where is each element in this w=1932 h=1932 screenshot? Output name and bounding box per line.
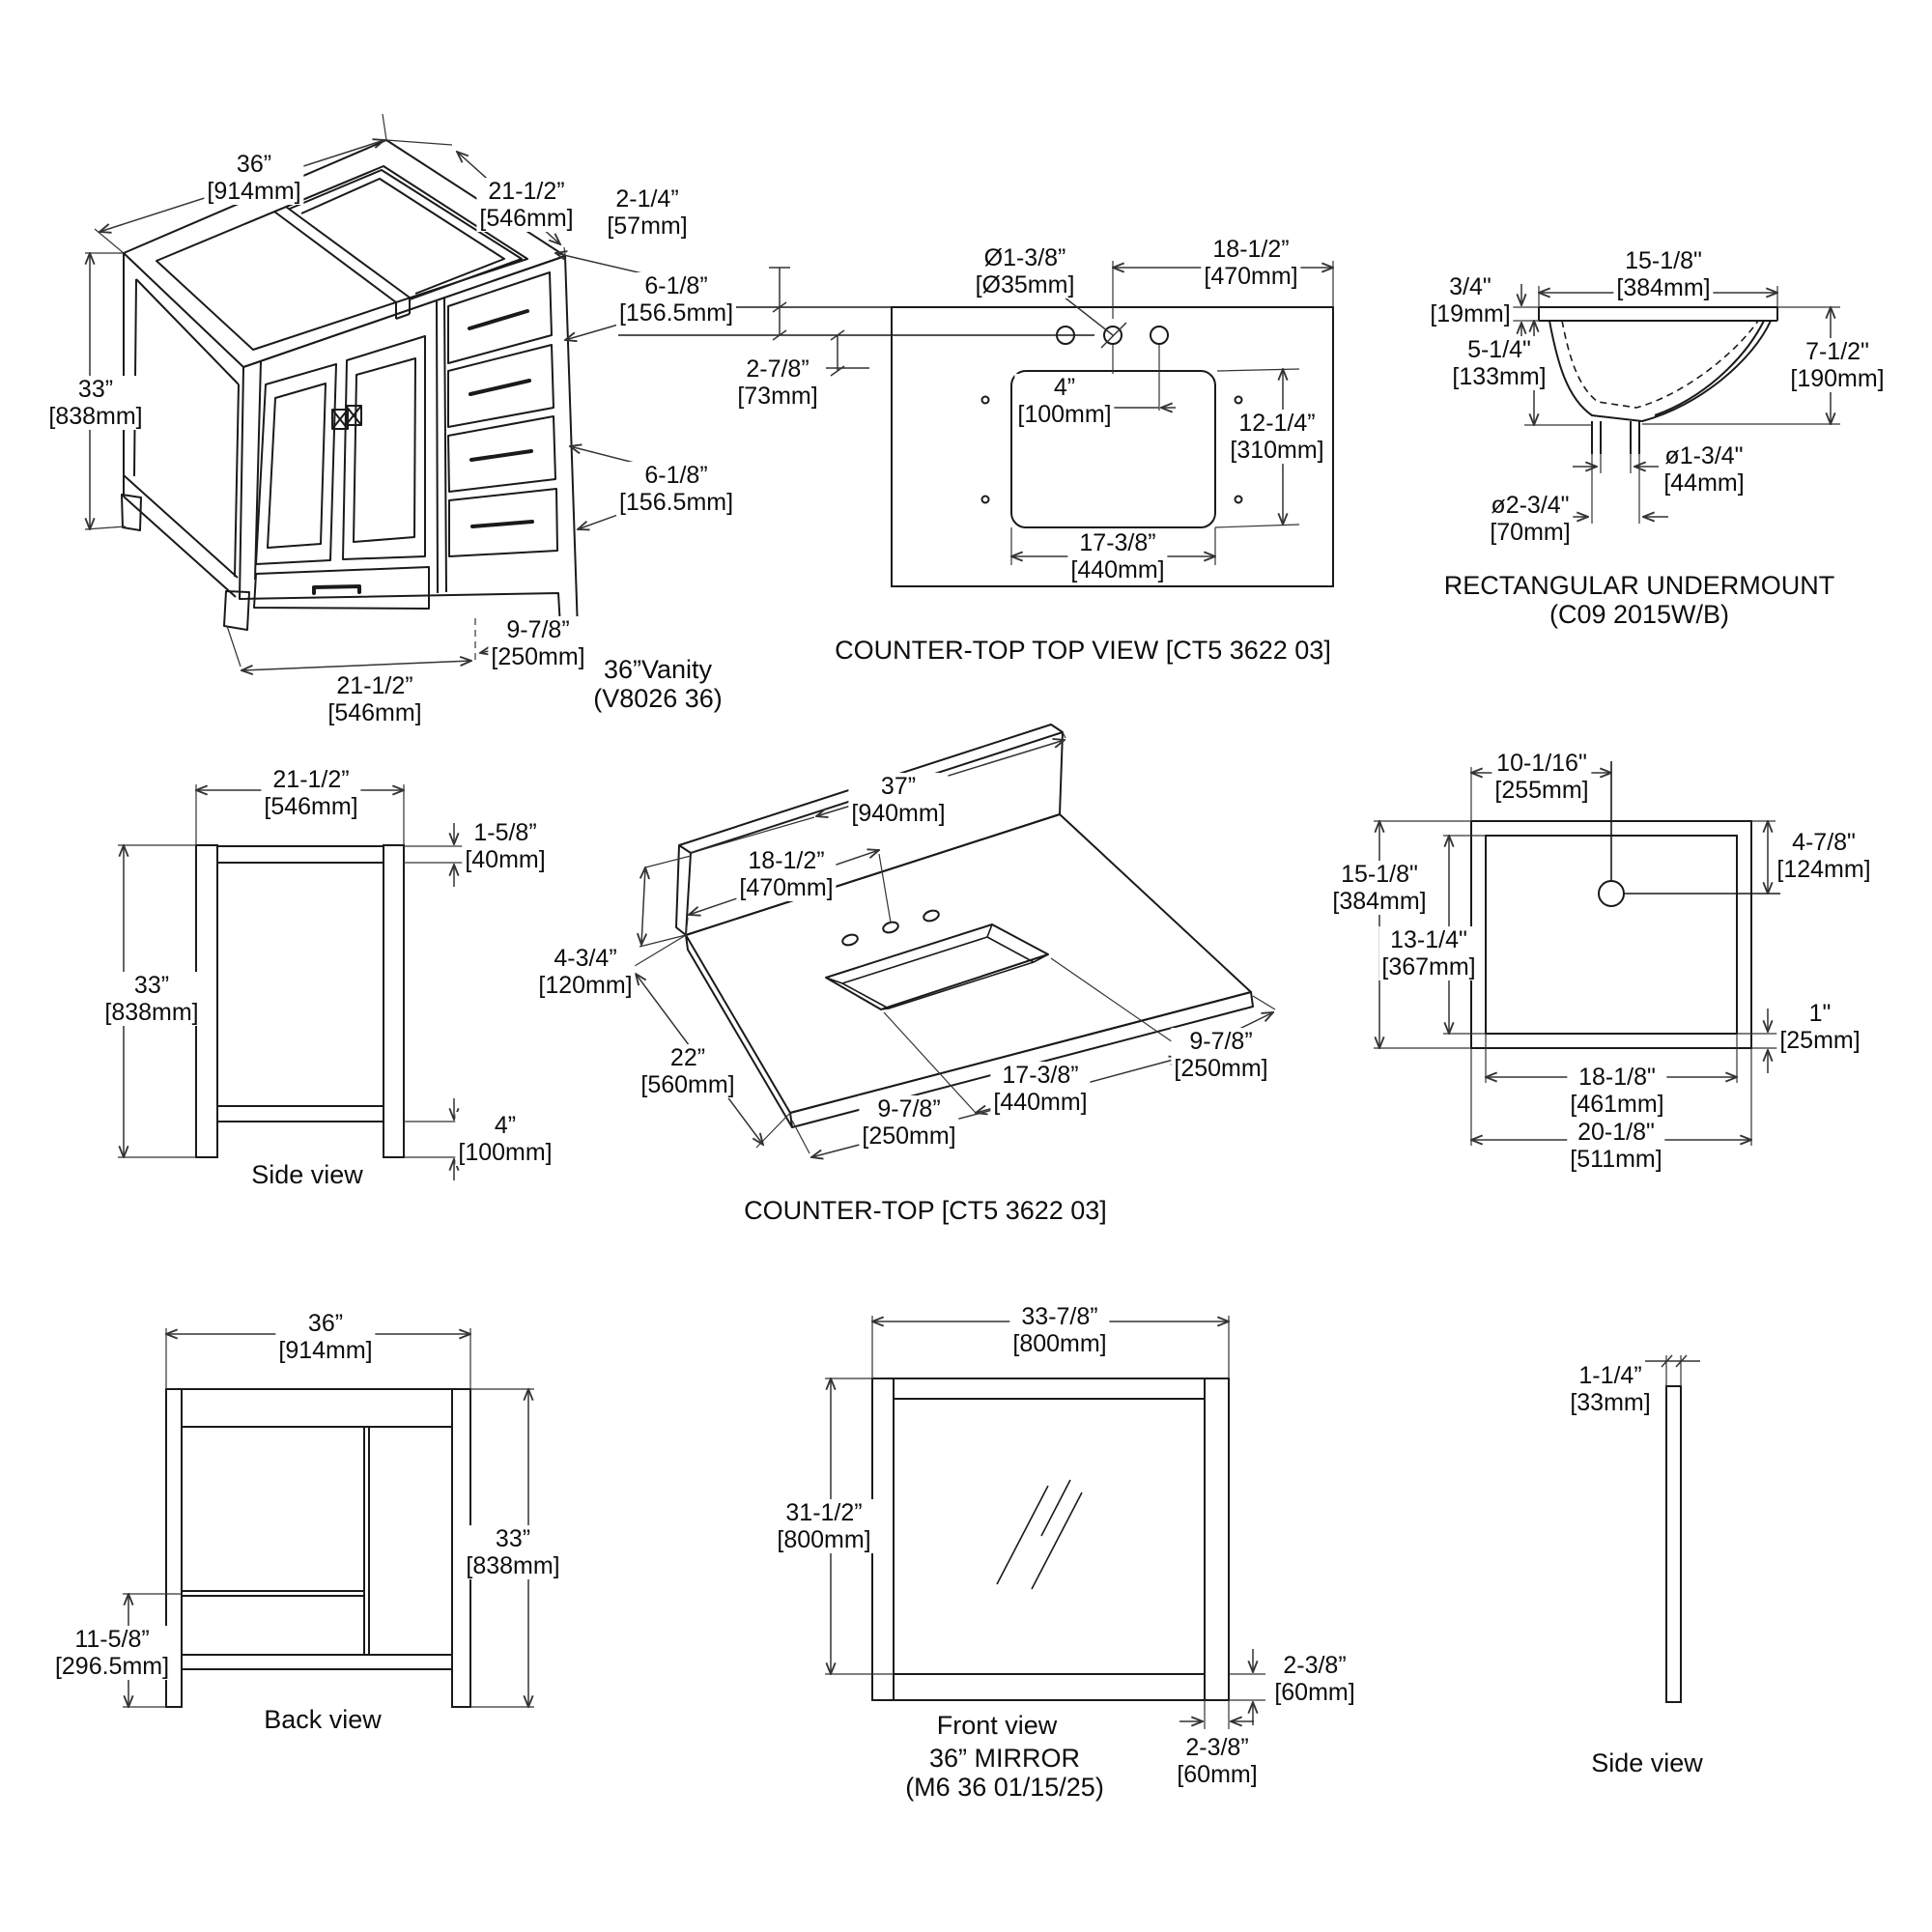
- dim-cttop-faucet-dia: Ø1-3/8” [Ø35mm]: [972, 244, 1078, 298]
- back-view-caption: Back view: [264, 1705, 382, 1734]
- dim-cttop-cutout-width: 17-3/8” [440mm]: [1067, 529, 1168, 583]
- dim-um-drain-outer: ø2-3/4" [70mm]: [1487, 492, 1574, 546]
- dim-um-bowl-depth: 5-1/4" [133mm]: [1449, 336, 1549, 390]
- dim-side-top-rail: 1-5/8” [40mm]: [462, 819, 549, 873]
- dim-cttop-cutout-depth: 12-1/4” [310mm]: [1227, 410, 1327, 464]
- dim-cttop-overhang: 2-1/4” [57mm]: [604, 185, 691, 240]
- dim-side-height: 33” [838mm]: [101, 972, 202, 1026]
- mirror-front-view: [871, 1378, 1230, 1701]
- vanity-side-view: [195, 844, 405, 1158]
- dim-mirror-frame-side: 2-3/8” [60mm]: [1174, 1734, 1261, 1788]
- dim-side-depth: 21-1/2” [546mm]: [261, 766, 361, 820]
- dim-vanity-toe: 9-7/8” [250mm]: [488, 616, 588, 670]
- countertop-top-view: [618, 306, 1334, 587]
- dim-st-inner-depth: 13-1/4" [367mm]: [1378, 926, 1479, 980]
- dim-um-rim-thick: 3/4" [19mm]: [1427, 273, 1514, 327]
- dim-back-height: 33” [838mm]: [463, 1525, 563, 1579]
- dim-st-drain-from-top: 4-7/8" [124mm]: [1774, 829, 1874, 883]
- dim-ctp-width: 37” [940mm]: [848, 773, 949, 827]
- dim-ctp-splash-span: 18-1/2” [470mm]: [736, 847, 837, 901]
- dim-um-height: 7-1/2" [190mm]: [1787, 338, 1888, 392]
- mirror-name-caption: 36” MIRROR (M6 36 01/15/25): [905, 1744, 1104, 1802]
- dim-mirror-width: 33-7/8” [800mm]: [1009, 1303, 1110, 1357]
- dim-st-outer-depth: 15-1/8" [384mm]: [1329, 861, 1430, 915]
- undermount-sink-section: [1538, 306, 1778, 454]
- dim-cttop-hole-to-cutout: 2-7/8” [73mm]: [734, 355, 821, 410]
- dim-vanity-depth: 21-1/2” [546mm]: [476, 178, 577, 232]
- dim-ctp-splash-height: 4-3/4” [120mm]: [535, 945, 636, 999]
- dim-vanity-drawer-lower: 6-1/8” [156.5mm]: [615, 462, 737, 516]
- vanity-back-dimensions: [123, 1328, 534, 1707]
- dim-st-drain-from-left: 10-1/16" [255mm]: [1492, 750, 1592, 804]
- dim-cttop-hole-spacing: 4” [100mm]: [1014, 374, 1115, 428]
- dim-vanity-base-depth: 21-1/2” [546mm]: [325, 672, 425, 726]
- dim-ctp-cutout-width: 17-3/8” [440mm]: [990, 1062, 1091, 1116]
- vanity-back-view: [165, 1388, 471, 1708]
- dim-vanity-width: 36” [914mm]: [204, 151, 304, 205]
- dim-mirror-height: 31-1/2” [800mm]: [774, 1499, 874, 1553]
- dim-ctp-right-offset: 9-7/8” [250mm]: [1171, 1028, 1271, 1082]
- vanity-caption: 36”Vanity (V8026 36): [593, 655, 723, 713]
- dim-vanity-height: 33” [838mm]: [45, 376, 146, 430]
- undermount-caption: RECTANGULAR UNDERMOUNT (C09 2015W/B): [1443, 571, 1835, 629]
- mirror-side-dimensions: [1645, 1354, 1700, 1386]
- vanity-dimension-lines: [85, 113, 672, 670]
- dim-um-rim-width: 15-1/8" [384mm]: [1613, 247, 1714, 301]
- dim-mirror-thickness: 1-1/4” [33mm]: [1567, 1362, 1654, 1416]
- dim-st-outer-width: 20-1/8" [511mm]: [1567, 1119, 1665, 1173]
- dim-ctp-left-offset: 9-7/8” [250mm]: [859, 1095, 959, 1150]
- dim-vanity-drawer-upper: 6-1/8” [156.5mm]: [615, 272, 737, 327]
- countertop-perspective-view: [675, 724, 1254, 1128]
- dim-mirror-frame-bottom: 2-3/8” [60mm]: [1271, 1652, 1358, 1706]
- side-view-caption: Side view: [251, 1160, 363, 1189]
- mirror-side-caption: Side view: [1591, 1748, 1703, 1777]
- dim-cttop-hole-to-edge: 18-1/2” [470mm]: [1201, 236, 1301, 290]
- dim-um-drain-inner: ø1-3/4" [44mm]: [1661, 442, 1747, 497]
- cttop-caption: COUNTER-TOP TOP VIEW [CT5 3622 03]: [835, 636, 1331, 665]
- dim-st-rim: 1" [25mm]: [1776, 1000, 1863, 1054]
- dim-back-shelf-height: 11-5/8” [296.5mm]: [51, 1626, 173, 1680]
- ctp-caption: COUNTER-TOP [CT5 3622 03]: [744, 1196, 1107, 1225]
- dim-back-width: 36” [914mm]: [275, 1310, 376, 1364]
- dim-st-inner-width: 18-1/8" [461mm]: [1567, 1064, 1667, 1118]
- mirror-front-caption: Front view: [936, 1711, 1058, 1740]
- mirror-side-view: [1665, 1385, 1682, 1703]
- dim-ctp-depth: 22” [560mm]: [638, 1044, 738, 1098]
- dim-side-toe-kick: 4” [100mm]: [455, 1112, 555, 1166]
- sink-top-view: [1470, 761, 1780, 1049]
